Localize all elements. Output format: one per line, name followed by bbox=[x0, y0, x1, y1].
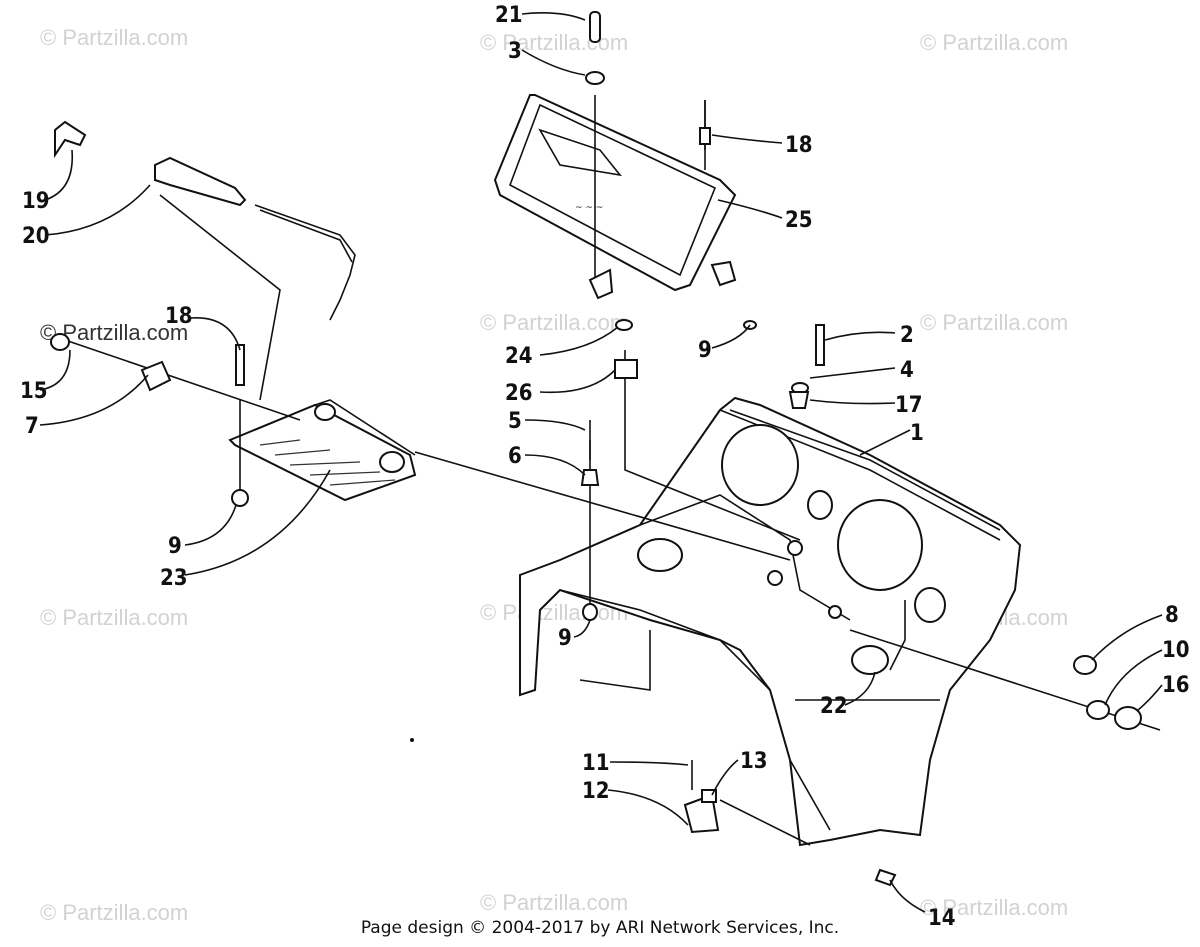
callout-24: 24 bbox=[505, 344, 533, 369]
callout-11: 11 bbox=[582, 751, 610, 776]
page-footer: Page design © 2004-2017 by ARI Network S… bbox=[360, 918, 840, 938]
callout-18: 18 bbox=[785, 133, 813, 158]
callout-15: 15 bbox=[20, 379, 48, 404]
watermark: © Partzilla.com bbox=[920, 895, 1068, 920]
nameplate-emblem: ~ ~ ~ bbox=[575, 203, 603, 213]
callout-1: 1 bbox=[910, 421, 924, 446]
leader-lines bbox=[39, 12, 1163, 913]
callout-13: 13 bbox=[740, 749, 768, 774]
watermark: © Partzilla.com bbox=[480, 310, 628, 335]
watermark: © Partzilla.com bbox=[40, 605, 188, 630]
ignition-switch bbox=[54, 120, 356, 321]
callout-18-panel: 18 bbox=[165, 304, 193, 329]
callout-23: 23 bbox=[160, 566, 188, 591]
callout-17: 17 bbox=[895, 393, 923, 418]
callout-8: 8 bbox=[1165, 603, 1179, 628]
hardware bbox=[50, 11, 1142, 887]
watermark: © Partzilla.com bbox=[920, 30, 1068, 55]
callout-12: 12 bbox=[582, 779, 610, 804]
callout-9-console: 9 bbox=[558, 626, 572, 651]
callout-9-panel: 9 bbox=[168, 534, 182, 559]
callout-9: 9 bbox=[698, 338, 712, 363]
callout-6: 6 bbox=[508, 444, 522, 469]
callout-16: 16 bbox=[1162, 673, 1190, 698]
callout-2: 2 bbox=[900, 323, 914, 348]
callout-19: 19 bbox=[22, 189, 50, 214]
callout-21: 21 bbox=[495, 3, 523, 28]
watermark: © Partzilla.com bbox=[480, 890, 628, 915]
watermark: © Partzilla.com bbox=[920, 310, 1068, 335]
callout-22: 22 bbox=[820, 694, 848, 719]
callout-10: 10 bbox=[1162, 638, 1190, 663]
callout-20: 20 bbox=[22, 224, 50, 249]
callout-3: 3 bbox=[508, 39, 522, 64]
callout-14: 14 bbox=[928, 906, 956, 931]
watermark: © Partzilla.com bbox=[480, 30, 628, 55]
callout-25: 25 bbox=[785, 208, 813, 233]
callout-7: 7 bbox=[25, 414, 39, 439]
callout-labels: 21 3 18 25 19 20 9 2 4 17 1 18 15 7 24 2… bbox=[20, 3, 1190, 931]
watermark: © Partzilla.com bbox=[40, 900, 188, 925]
watermark: © Partzilla.com bbox=[40, 25, 188, 50]
nameplate: ~ ~ ~ bbox=[493, 94, 737, 292]
access-panel bbox=[228, 399, 417, 502]
callout-5: 5 bbox=[508, 409, 522, 434]
callout-4: 4 bbox=[900, 358, 914, 383]
callout-26: 26 bbox=[505, 381, 533, 406]
